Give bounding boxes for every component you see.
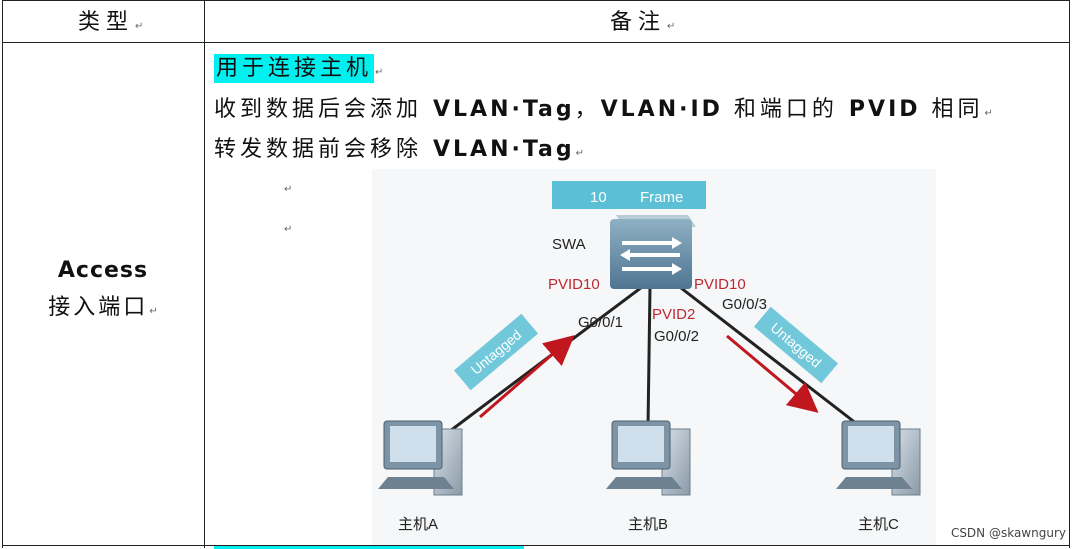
host-b-label: 主机B — [628, 516, 668, 533]
note-line-2: 收到数据后会添加 VLAN·Tag，VLAN·ID 和端口的 PVID 相同↵ — [214, 91, 993, 123]
switch-icon — [610, 215, 696, 289]
computer-icon — [378, 420, 463, 496]
header-note-label: 备注 — [610, 10, 667, 35]
type-description: 接入端口 — [48, 295, 149, 320]
keyword-pvid: PVID — [848, 97, 921, 122]
computer-icon — [606, 420, 691, 496]
frame-vlan: 10 — [590, 189, 607, 206]
frame-label: Frame — [640, 189, 683, 206]
note-line-3: 转发数据前会移除 VLAN·Tag↵ — [214, 131, 584, 163]
host-c-label: 主机C — [858, 516, 899, 533]
egress-arrow — [726, 334, 819, 413]
note-text: 收到数据后会添加 — [214, 97, 433, 122]
note-text: 相同 — [920, 97, 984, 122]
type-cell: Access 接入端口↵ — [2, 258, 204, 321]
computer-icon — [836, 420, 921, 496]
untagged-tag-right: Untagged — [753, 306, 839, 384]
paragraph-mark-icon: ↵ — [575, 148, 584, 159]
note-text: ， — [574, 97, 601, 122]
paragraph-mark-icon: ↵ — [149, 306, 158, 317]
link-b — [646, 286, 652, 428]
header-type: 类型↵ — [78, 4, 143, 36]
network-diagram: 10 Frame SWA PVID10 G0/0/1 PVID2 G0/0/2 … — [372, 169, 936, 545]
port2-pvid: PVID2 — [652, 306, 695, 323]
highlighted-text: 用于连接主机 — [214, 54, 375, 83]
port3-pvid: PVID10 — [694, 276, 746, 293]
diagram-svg: 10 Frame SWA PVID10 G0/0/1 PVID2 G0/0/2 … — [378, 181, 921, 533]
host-a-label: 主机A — [398, 516, 438, 533]
paragraph-mark-icon: ↵ — [667, 21, 676, 32]
table-border-top — [2, 0, 1070, 1]
header-note: 备注↵ — [610, 4, 675, 36]
port2-name: G0/0/2 — [654, 328, 699, 345]
watermark: CSDN @skawngury — [950, 526, 1066, 540]
link-c — [671, 279, 871, 436]
type-name: Access — [57, 258, 149, 283]
table-column-divider — [204, 0, 205, 548]
table-border-left — [2, 0, 3, 548]
table-row-divider — [2, 545, 1070, 546]
paragraph-mark-icon: ↵ — [984, 108, 993, 119]
header-type-label: 类型 — [78, 10, 135, 35]
paragraph-mark-icon: ↵ — [284, 224, 293, 235]
port1-pvid: PVID10 — [548, 276, 600, 293]
paragraph-mark-icon: ↵ — [135, 21, 144, 32]
paragraph-mark-icon: ↵ — [375, 67, 384, 78]
ingress-arrow — [479, 335, 575, 419]
switch-label: SWA — [552, 236, 586, 253]
keyword-vlan-id: VLAN·ID — [600, 97, 723, 122]
keyword-vlan-tag: VLAN·Tag — [433, 97, 575, 122]
port1-name: G0/0/1 — [578, 314, 623, 331]
note-text: 转发数据前会移除 — [214, 137, 433, 162]
paragraph-mark-icon: ↵ — [284, 184, 293, 195]
frame-box — [552, 181, 706, 209]
table-header-divider — [2, 42, 1070, 43]
keyword-vlan-tag: VLAN·Tag — [433, 137, 575, 162]
table-border-right — [1069, 0, 1070, 548]
note-line-1: 用于连接主机↵ — [214, 50, 384, 83]
port3-name: G0/0/3 — [722, 296, 767, 313]
note-text: 和端口的 — [722, 97, 849, 122]
